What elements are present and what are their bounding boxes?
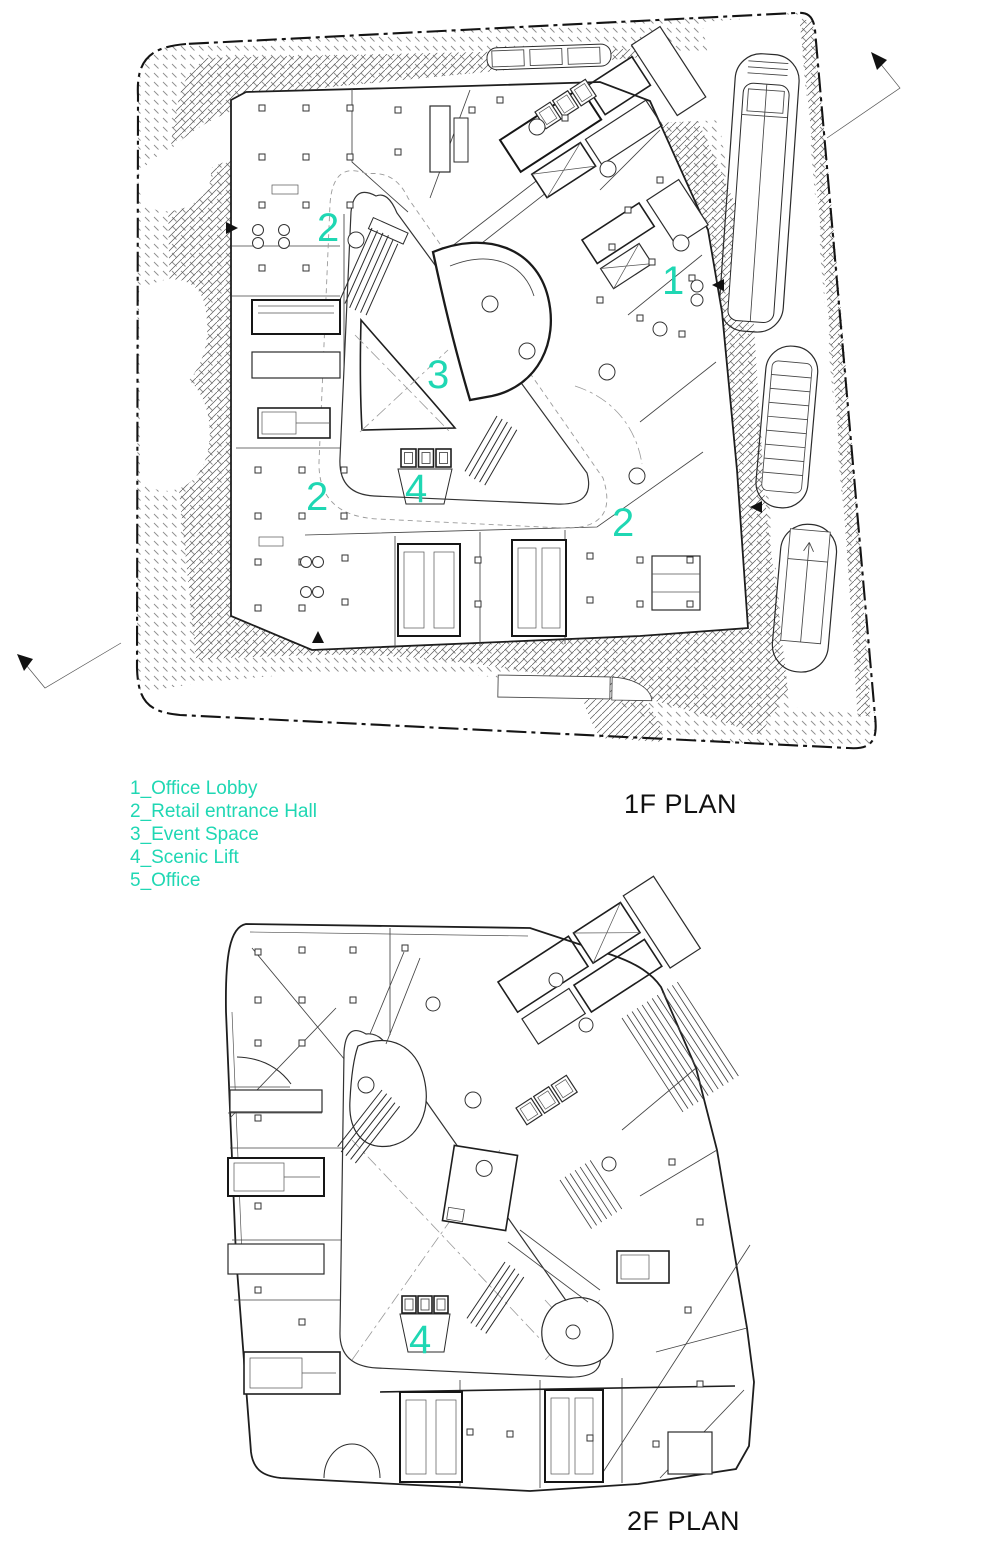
bus-lane-island xyxy=(718,53,800,333)
louver-bank-2f xyxy=(621,981,739,1113)
column-grid-2f xyxy=(254,944,704,1448)
floor-plan-2f-drawing xyxy=(224,875,755,1492)
planter-pocket-topleft xyxy=(138,149,212,212)
fan-room-1f xyxy=(431,241,553,402)
plan-title-1f: 1F PLAN xyxy=(624,789,738,819)
legend: 1_Office Lobby 2_Retail entrance Hall 3_… xyxy=(130,777,317,892)
core-cluster-2f xyxy=(496,875,702,1045)
annotation-arrow-bottom-left xyxy=(17,642,122,689)
escalator-bank-lower-2f xyxy=(466,1261,525,1334)
drop-off-island xyxy=(771,523,838,673)
bay-niche-2f xyxy=(236,1056,292,1085)
direction-markers-1f xyxy=(226,222,762,643)
legend-item-scenic-lift: 4_Scenic Lift xyxy=(130,847,239,868)
scenic-lift-2f xyxy=(399,1295,451,1353)
vent-grilles-1f xyxy=(258,184,299,547)
arched-entry-2f xyxy=(323,1443,381,1479)
scenic-lift-1f xyxy=(397,448,453,505)
round-columns-2f xyxy=(425,972,617,1172)
legend-item-event-space: 3_Event Space xyxy=(130,824,259,845)
bus-shelter-top xyxy=(486,43,612,71)
cores-left-2f xyxy=(227,1089,341,1395)
parking-strip-island xyxy=(755,345,819,509)
boundary-verge-hatch xyxy=(799,19,871,717)
label-retail-entrance-top: 2 xyxy=(317,206,340,250)
elevator-bank-1f xyxy=(534,78,598,130)
label-scenic-lift-2f: 4 xyxy=(409,1318,432,1362)
teardrop-upper-2f xyxy=(349,1040,427,1148)
site-boundary-1f xyxy=(135,11,877,750)
cores-bottom-2f xyxy=(399,1389,713,1483)
entrance-door-symbols-1f xyxy=(252,224,704,598)
label-retail-entrance-left: 2 xyxy=(306,475,329,519)
core-left-1f xyxy=(251,299,341,439)
floor-plan-1f-drawing xyxy=(17,11,901,750)
atrium-guides xyxy=(354,334,643,465)
label-retail-entrance-right: 2 xyxy=(612,501,635,545)
elevator-bank-2f xyxy=(515,1074,579,1126)
escalator-bank-upper-2f xyxy=(337,1089,401,1164)
plan-title-2f: 2F PLAN xyxy=(627,1506,741,1536)
legend-item-office: 5_Office xyxy=(130,870,201,891)
louver-bank-small-2f xyxy=(559,1160,623,1229)
legend-item-office-lobby: 1_Office Lobby xyxy=(130,778,258,799)
escalator-bank-lower-1f xyxy=(464,415,518,486)
crosswalk-bottom xyxy=(497,674,653,702)
column-grid-1f xyxy=(254,96,696,612)
event-space-wedge xyxy=(359,317,457,431)
legend-item-retail-entrance: 2_Retail entrance Hall xyxy=(130,801,317,822)
planter-pocket-left xyxy=(139,279,210,491)
fan-room-arc xyxy=(449,258,535,297)
round-column-teardrop-upper xyxy=(357,1076,375,1094)
annotation-arrow-top-right xyxy=(826,52,901,139)
stair-right-2f xyxy=(616,1250,670,1284)
wall-double-lines-2f xyxy=(231,931,529,1257)
cores-bottom-1f xyxy=(397,539,701,637)
round-column-teardrop-lower xyxy=(565,1324,581,1340)
corridors-2f xyxy=(369,951,601,1303)
round-columns-1f xyxy=(347,118,690,485)
stair-top-1f xyxy=(429,105,469,173)
label-office-lobby: 1 xyxy=(662,259,685,303)
tilted-room-2f xyxy=(441,1144,519,1232)
label-event-space: 3 xyxy=(427,353,450,397)
label-scenic-lift-1f: 4 xyxy=(405,467,428,511)
core-cluster-2-1f xyxy=(580,178,709,290)
escalator-bank-upper-1f xyxy=(339,216,409,316)
